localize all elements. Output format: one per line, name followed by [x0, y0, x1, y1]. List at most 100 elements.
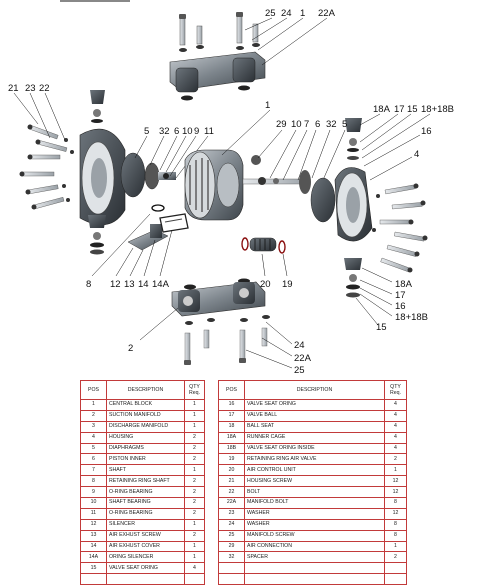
central-block [184, 149, 310, 221]
cell-qty: 4 [384, 442, 407, 455]
cell-pos: 29 [218, 540, 245, 553]
cell-qty: 2 [184, 486, 205, 499]
cell-qty: 4 [384, 420, 407, 433]
cell-description: SUCTION MANIFOLD [106, 409, 185, 422]
cell-pos: 3 [80, 420, 107, 433]
cell-description: O-RING BEARING [106, 486, 185, 499]
cell-pos: 1 [80, 399, 107, 411]
cell-description: WASHER [244, 518, 385, 531]
cell-description: RETAINING RING SHAFT [106, 475, 185, 488]
cell-qty: 8 [384, 529, 407, 542]
callout-cl-5: 5 [144, 126, 149, 137]
callout-left-23: 23 [25, 83, 36, 94]
air-control-unit [241, 237, 286, 254]
silencer-group [127, 213, 189, 251]
cell-pos: 5 [80, 442, 107, 455]
cell-qty: 1 [384, 464, 407, 477]
callout-br-24: 24 [294, 340, 305, 351]
top-rule [60, 0, 130, 2]
cell-qty: 12 [384, 486, 407, 499]
cell-pos: 12 [80, 518, 107, 531]
cell-pos: 20 [218, 464, 245, 477]
callout-bl-14: 14 [138, 279, 149, 290]
cell-qty [384, 562, 407, 575]
cell-description: O-RING BEARING [106, 507, 185, 520]
callout-cr-29: 29 [276, 119, 287, 130]
callout-p1: 1 [265, 100, 270, 111]
cell-description: VALVE SEAT ORING [106, 562, 185, 575]
cell-qty: 2 [384, 453, 407, 466]
cell-gap [204, 432, 219, 444]
cell-qty: 2 [184, 475, 205, 488]
cell-pos: 22A [218, 497, 245, 509]
suction-manifold [171, 278, 270, 365]
cell-description: BALL SEAT [244, 420, 385, 433]
cell-qty: 1 [384, 540, 407, 553]
p1-leader [221, 109, 271, 156]
cell-pos: 25 [218, 529, 245, 542]
cell-description: DISCHARGE MANIFOLD [106, 420, 185, 433]
top-leaders [244, 17, 328, 66]
cell-pos [218, 573, 245, 585]
cell-pos: 14A [80, 551, 107, 564]
cell-qty: 4 [184, 562, 205, 575]
cell-gap [204, 519, 219, 531]
cell-qty: 4 [384, 409, 407, 422]
callout-bl-14a: 14A [152, 279, 170, 290]
cell-pos: 13 [80, 529, 107, 542]
cell-description: CENTRAL BLOCK [106, 399, 185, 411]
table-row [80, 573, 407, 585]
callout-b2: 2 [128, 343, 133, 354]
callout-bl-13: 13 [124, 279, 135, 290]
cell-gap [204, 530, 219, 542]
callout-rb-16: 16 [395, 301, 406, 312]
cell-pos: 10 [80, 497, 107, 509]
header-qty-right: QTY Req. [384, 380, 407, 400]
cell-description: SHAFT [106, 464, 185, 477]
center-right-leaders [257, 129, 346, 181]
cell-description: SHAFT BEARING [106, 497, 185, 509]
cell-description: AIR CONNECTION [244, 540, 385, 553]
cell-description: DIAPHRAGMS [106, 442, 185, 455]
cell-description [244, 573, 385, 585]
cell-pos: 18B [218, 442, 245, 455]
callout-mb-19: 19 [282, 279, 293, 290]
callout-top-22a: 22A [318, 8, 336, 19]
cell-gap [204, 399, 219, 411]
header-description-left: DESCRIPTION [106, 380, 185, 400]
cell-description: SILENCER [106, 518, 185, 531]
cell-pos: 9 [80, 486, 107, 499]
parts-list: POS DESCRIPTION QTY Req. POS DESCRIPTION… [80, 380, 407, 585]
cell-qty: 1 [184, 518, 205, 531]
right-diaphragm-group [299, 170, 336, 223]
callout-rt-17: 17 [394, 104, 405, 115]
callout-cl-11: 11 [204, 126, 214, 137]
top-bolts [179, 12, 260, 52]
callout-rt-18a: 18A [373, 104, 391, 115]
cell-description: AIR EXHUST COVER [106, 540, 185, 553]
cell-gap [204, 497, 219, 509]
callout-rt-18-18b: 18+18B [421, 104, 454, 115]
right-housing [334, 118, 373, 298]
cell-pos: 2 [80, 409, 107, 422]
callout-cr-6: 6 [315, 119, 320, 130]
discharge-manifold [169, 51, 266, 101]
cell-qty: 4 [384, 399, 407, 411]
cell-pos: 21 [218, 475, 245, 488]
cell-gap [204, 453, 219, 465]
cell-pos: 4 [80, 431, 107, 444]
bottom-left-leaders [91, 213, 173, 277]
cell-gap [204, 464, 219, 476]
callout-top-24: 24 [281, 8, 292, 19]
cell-description: PISTON INNER [106, 453, 185, 466]
cell-description: WASHER [244, 507, 385, 520]
callout-top-1: 1 [300, 8, 305, 19]
cell-qty: 12 [384, 475, 407, 488]
